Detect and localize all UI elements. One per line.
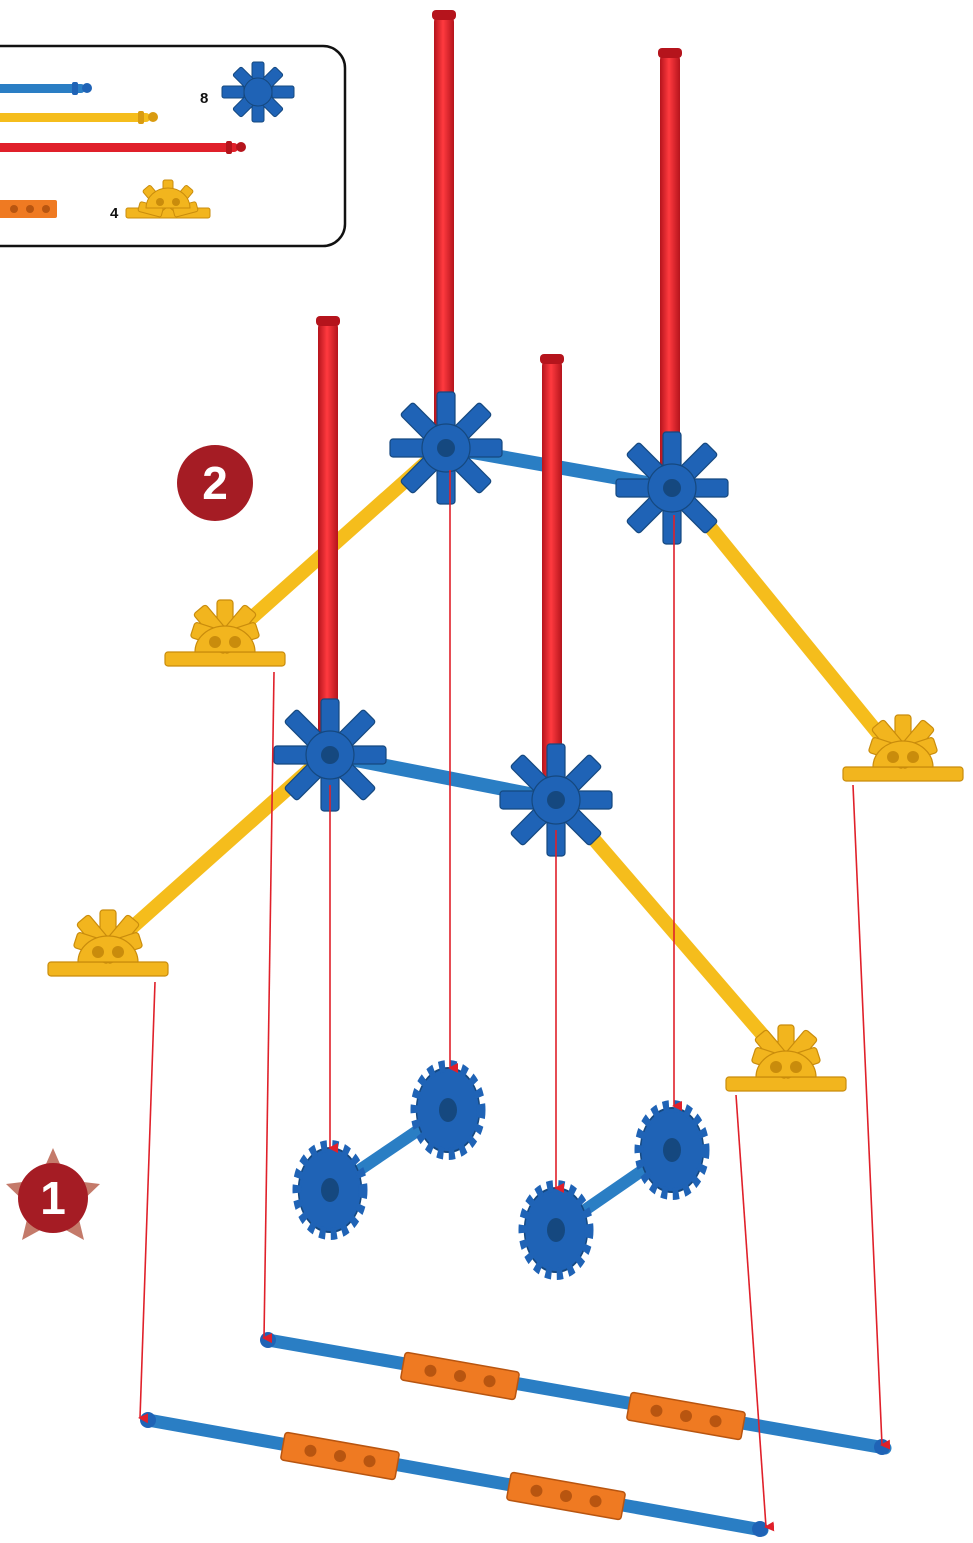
blue-connector-count: 8 <box>200 90 208 107</box>
step-2-number: 2 <box>202 457 228 509</box>
parts-yellow-rod <box>0 111 158 124</box>
axle-assembly-right <box>518 1100 710 1280</box>
parts-blue-connector-icon <box>221 61 295 123</box>
red-rod <box>318 320 338 740</box>
parts-list-box: 8 4 <box>0 44 347 248</box>
axle-assembly-left <box>292 1060 486 1240</box>
yellow-leg-rods <box>111 443 897 1062</box>
blue-connector <box>615 431 729 545</box>
step-1-number: 1 <box>40 1172 66 1224</box>
orange-connector <box>626 1391 746 1441</box>
orange-connector <box>400 1351 520 1401</box>
guide-arrow <box>138 981 156 1424</box>
red-rod <box>434 14 454 434</box>
orange-connector <box>280 1431 400 1481</box>
step-1-badge: 1 <box>6 1148 100 1240</box>
guide-arrow <box>735 1094 775 1532</box>
red-vertical-rods <box>316 10 682 778</box>
parts-orange-connector <box>0 200 57 218</box>
yellow-connector-count: 4 <box>110 205 119 222</box>
red-rod <box>542 358 562 778</box>
red-rod <box>660 52 680 472</box>
base-rod-front <box>140 1412 769 1537</box>
parts-red-rod <box>0 141 246 154</box>
blue-connector <box>499 743 613 857</box>
yellow-connector <box>725 1024 847 1092</box>
step-2-badge: 2 <box>177 445 253 521</box>
parts-yellow-connector-icon <box>125 179 211 219</box>
yellow-feet-connectors <box>47 599 964 1092</box>
parts-blue-rod <box>0 82 92 95</box>
guide-arrow <box>852 784 891 1450</box>
yellow-connector <box>47 909 169 977</box>
orange-connector <box>506 1471 626 1521</box>
yellow-connector <box>842 714 964 782</box>
blue-connector <box>389 391 503 505</box>
blue-connector <box>273 698 387 812</box>
base-rod-back <box>260 1332 892 1455</box>
guide-arrow <box>262 671 275 1344</box>
yellow-connector <box>164 599 286 667</box>
guide-arrows <box>138 470 891 1532</box>
